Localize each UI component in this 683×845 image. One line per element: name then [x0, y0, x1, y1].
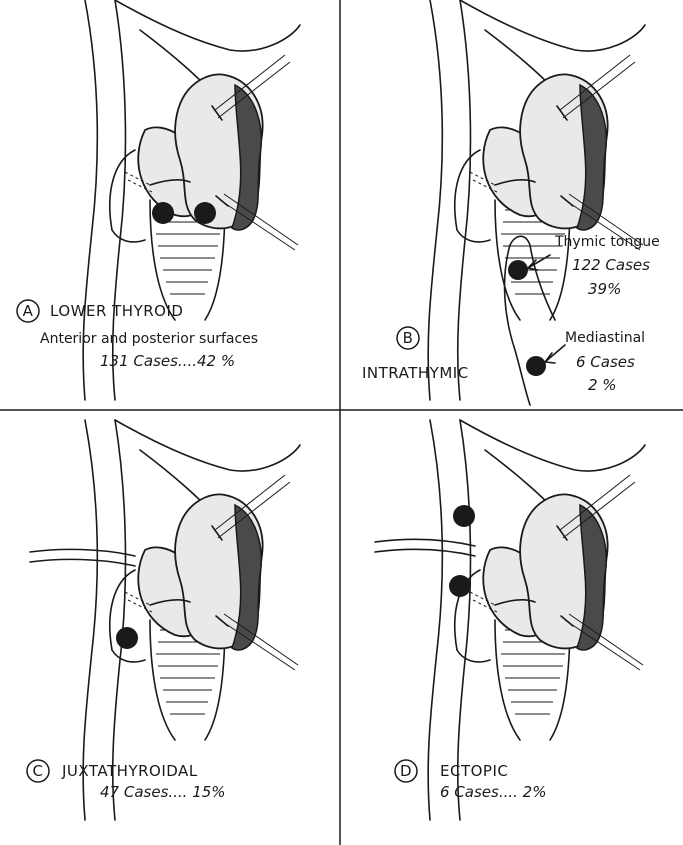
panel-d-vessel	[375, 539, 475, 546]
panel-b-letter: B	[403, 329, 414, 347]
panel-a-title: LOWER THYROID	[50, 302, 183, 320]
panel-d-letter: D	[400, 762, 412, 780]
panel-c-stats: 47 Cases.... 15%	[100, 783, 226, 801]
panel-c-gland	[116, 627, 138, 649]
panel-d-gland-lower	[449, 575, 471, 597]
panel-b: Thymic tongue 122 Cases 39% Mediastinal …	[362, 0, 660, 405]
panel-a-letter: A	[23, 302, 34, 320]
panel-c-title: JUXTATHYROIDAL	[61, 762, 198, 780]
panel-d-vessel-2	[375, 549, 475, 556]
panel-a-gland-posterior	[194, 202, 216, 224]
panel-a-gland-anterior	[152, 202, 174, 224]
panel-b-gland-mediastinal	[526, 356, 546, 376]
panel-b-arrow-mediastinal	[545, 345, 565, 363]
panel-b-thymic-pct: 39%	[588, 280, 621, 298]
panel-d-title: ECTOPIC	[440, 762, 508, 780]
panel-a-stats: 131 Cases....42 %	[100, 352, 235, 370]
panel-b-thymic-count: 122 Cases	[572, 256, 650, 274]
panel-a: A LOWER THYROID Anterior and posterior s…	[17, 0, 300, 400]
panel-b-arrow-thymic	[528, 255, 550, 270]
panel-a-subtitle: Anterior and posterior surfaces	[40, 331, 258, 347]
panel-b-thymic-label: Thymic tongue	[554, 234, 660, 250]
panel-b-mediastinal-label: Mediastinal	[565, 330, 645, 346]
panel-c-anatomy	[83, 420, 300, 820]
panel-c-vessel	[30, 549, 135, 556]
panel-b-mediastinal-count: 6 Cases	[576, 353, 635, 371]
panel-d-gland-upper	[453, 505, 475, 527]
panel-b-title: INTRATHYMIC	[362, 364, 469, 382]
panel-c-vessel-2	[30, 559, 135, 566]
panel-c: C JUXTATHYROIDAL 47 Cases.... 15%	[27, 420, 300, 820]
panel-d-anatomy	[428, 420, 645, 820]
panel-d: D ECTOPIC 6 Cases.... 2%	[375, 420, 645, 820]
panel-b-mediastinal-pct: 2 %	[588, 376, 617, 394]
panel-c-letter: C	[33, 762, 44, 780]
panel-d-stats: 6 Cases.... 2%	[440, 783, 546, 801]
panel-b-gland-thymic-tongue	[508, 260, 528, 280]
